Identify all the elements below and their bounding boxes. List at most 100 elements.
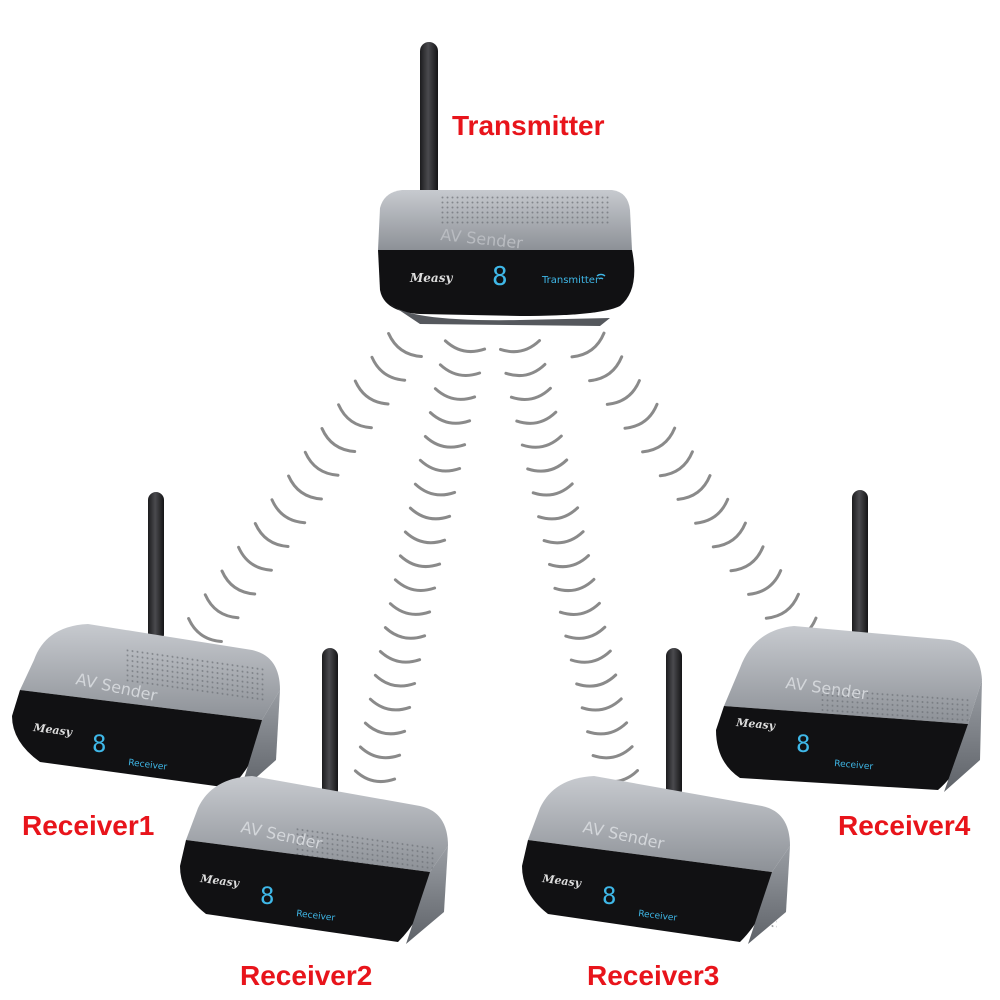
receiver-caption: Receiver	[296, 909, 336, 924]
antenna	[666, 648, 682, 798]
signal-wave-arc	[220, 569, 257, 596]
signal-wave-arc	[413, 482, 457, 497]
signal-wave-arc	[398, 554, 442, 569]
signal-wave-arc	[270, 498, 307, 525]
signal-wave-arc	[418, 458, 462, 473]
signal-wave-arc	[358, 745, 402, 760]
signal-wave-arc	[237, 545, 273, 572]
signal-wave-arc	[658, 450, 694, 478]
channel-display: 8	[92, 730, 106, 758]
channel-display: 8	[602, 882, 616, 910]
vent-grille	[440, 196, 610, 226]
signal-wave-arc	[423, 435, 467, 449]
signal-wave-arc	[564, 625, 607, 640]
signal-wave-arc	[548, 554, 590, 569]
signal-wave-arc	[526, 458, 569, 473]
vent-grille	[125, 647, 265, 703]
wifi-icon	[596, 273, 606, 280]
signal-wave-arc	[363, 721, 407, 736]
signal-wave-arc	[729, 545, 765, 573]
transmitter-label: Transmitter	[452, 110, 605, 141]
signal-wave-arc	[438, 363, 482, 377]
signal-wave-arc	[515, 410, 558, 425]
device-face	[180, 840, 430, 942]
signal-wave-arc	[588, 355, 624, 383]
transmitter-device: AV Sender Measy 8 Transmitter	[378, 42, 635, 326]
signal-wave-arc	[353, 379, 390, 406]
signal-wave-arc	[378, 650, 422, 664]
signal-wave-arc	[370, 355, 407, 382]
brand-logo: Measy	[199, 872, 242, 890]
signal-wave-arc	[388, 602, 432, 616]
signal-wave-arc	[694, 497, 730, 525]
signal-wave-arc	[605, 379, 641, 406]
signal-wave-arc	[711, 521, 747, 549]
receiver2-device: AV Sender Measy 8 Receiver	[180, 648, 448, 944]
signal-wave-arc	[569, 649, 612, 664]
signal-wave-arc	[623, 402, 659, 430]
signal-wave-arc	[408, 506, 452, 521]
signal-wave-arc	[303, 450, 340, 477]
signal-wave-arc	[531, 482, 574, 497]
receiver3-label: Receiver3	[587, 960, 720, 991]
signal-wave-arc	[553, 577, 596, 592]
antenna	[420, 42, 438, 202]
signal-wave-arc	[428, 411, 472, 425]
signal-wave-arc	[570, 331, 606, 359]
signal-wave-arc	[393, 578, 437, 592]
antenna	[852, 490, 868, 640]
antenna	[322, 648, 338, 798]
signal-wave-arc	[443, 339, 487, 354]
receiver1-device: AV Sender Measy 8 Receiver	[12, 492, 280, 792]
signal-wave-arc	[383, 626, 427, 640]
device-face	[378, 250, 635, 316]
device-face	[522, 840, 772, 942]
signal-wave-arc	[253, 522, 290, 548]
brand-logo: Measy	[32, 721, 75, 739]
signal-wave-arc	[575, 673, 618, 688]
brand-logo: Measy	[735, 716, 777, 733]
receiver4-label: Receiver4	[838, 810, 971, 841]
brand-logo: Measy	[541, 872, 584, 890]
signal-wave-arc	[509, 386, 552, 401]
receiver1-label: Receiver1	[22, 810, 155, 841]
signal-wave-arc	[542, 530, 585, 545]
device-face	[12, 690, 262, 788]
signal-wave-arc	[368, 697, 412, 712]
signal-wave-arc	[641, 426, 677, 454]
signal-wave-arc	[764, 592, 800, 620]
signal-wave-arc	[403, 530, 447, 545]
signal-wave-arc	[187, 617, 223, 643]
receiver3-device: AV Sender Measy 8 Receiver	[522, 648, 790, 944]
signal-wave-arc	[676, 474, 712, 501]
signal-wave-arc	[320, 427, 357, 453]
signal-wave-arc	[520, 434, 563, 449]
signal-wave-arc	[433, 387, 477, 401]
signal-wave-arc	[586, 721, 629, 736]
signal-wave-arc	[504, 362, 547, 377]
signal-waves	[187, 331, 818, 784]
signal-wave-arc	[203, 593, 240, 620]
device-top	[528, 776, 790, 872]
signal-wave-arc	[353, 769, 397, 784]
receiver-caption: Receiver	[638, 909, 678, 924]
channel-display: 8	[260, 882, 274, 910]
antenna	[148, 492, 164, 642]
signal-wave-arc	[387, 332, 423, 358]
device-face	[716, 706, 968, 790]
receiver4-device: AV Sender Measy 8 Receiver	[716, 490, 982, 792]
receiver-caption: Receiver	[834, 759, 874, 772]
signal-wave-arc	[337, 403, 373, 430]
receiver-caption: Receiver	[128, 758, 168, 773]
channel-display: 8	[492, 262, 508, 292]
signal-wave-arc	[537, 506, 580, 521]
signal-wave-arc	[747, 569, 783, 596]
signal-wave-arc	[373, 673, 417, 688]
channel-display: 8	[796, 730, 810, 758]
signal-wave-arc	[558, 601, 601, 616]
brand-logo: Measy	[409, 271, 453, 285]
vent-grille	[295, 825, 435, 881]
signal-wave-arc	[287, 474, 323, 501]
signal-wave-arc	[580, 697, 623, 712]
